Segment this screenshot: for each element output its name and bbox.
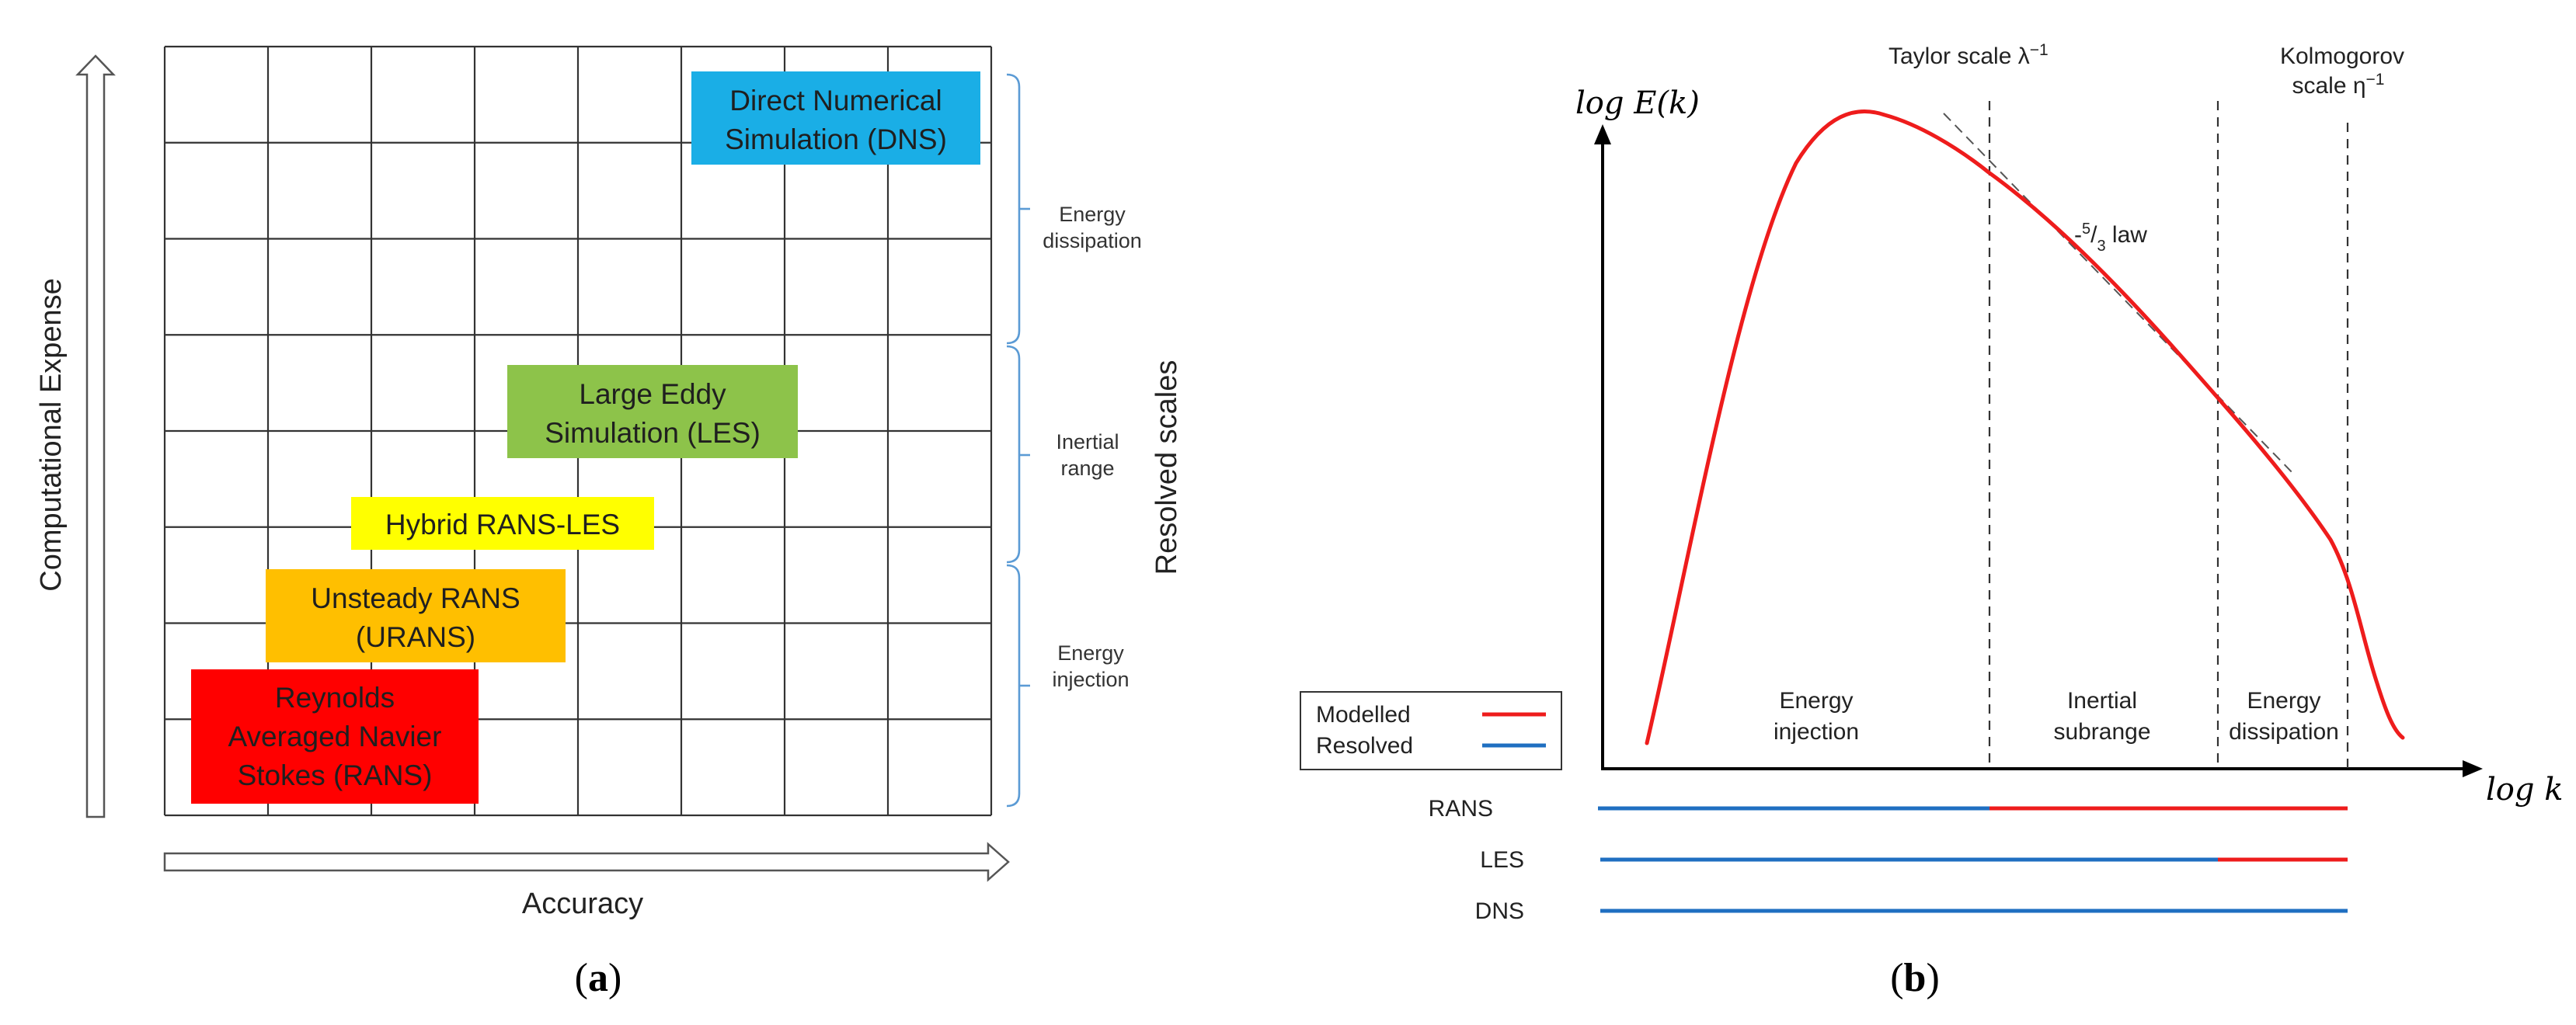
kolmogorov-law-line [1943, 113, 2296, 476]
range-inertial-line-2: subrange [2053, 719, 2150, 745]
range-injection-line-1: Energy [1779, 688, 1853, 714]
rans-label-line-2: Averaged Navier [228, 721, 442, 752]
rans-box [191, 669, 479, 804]
kolmogorov-label-line-1: Kolmogorov [2280, 43, 2404, 69]
bracket-inertial-range [1006, 345, 1021, 564]
legend: Modelled Resolved [1300, 691, 1562, 770]
bracket-energy-dissipation [1006, 73, 1021, 345]
hybrid-label: Hybrid RANS-LES [385, 509, 620, 540]
law-label: -5/3 law [2074, 221, 2147, 255]
band-injection-line-2: injection [1052, 668, 1129, 691]
urans-label-line-2: (URANS) [356, 621, 475, 653]
dns-label-line-2: Simulation (DNS) [725, 123, 947, 155]
range-inertial-line-1: Inertial [2067, 688, 2137, 714]
dns-label-line-1: Direct Numerical [729, 85, 942, 116]
bar-label-rans: RANS [1429, 796, 1493, 822]
x-axis-label: log k [2486, 772, 2563, 808]
energy-spectrum-curve [1645, 109, 2405, 745]
method-bars: RANS LES DNS [1429, 796, 2348, 924]
band-dissipation-line-2: dissipation [1043, 229, 1142, 252]
caption-a: (a) [575, 956, 622, 1000]
resolved-scales-label: Resolved scales [1150, 360, 1183, 575]
kolmogorov-label-line-2: scale η−1 [2292, 71, 2384, 99]
legend-modelled-label: Modelled [1316, 702, 1411, 728]
x-axis-label: Accuracy [522, 888, 643, 920]
dns-box [691, 71, 980, 165]
urans-label-line-1: Unsteady RANS [311, 582, 520, 614]
legend-resolved-label: Resolved [1316, 733, 1413, 759]
panel-b: log E(k) log k Taylor scale λ−1 Kolmogor… [1300, 41, 2563, 1000]
urans-box [266, 569, 566, 662]
rans-label-line-1: Reynolds [275, 682, 395, 714]
band-dissipation-line-1: Energy [1059, 203, 1126, 226]
panel-a: Computational Expense Accuracy Direct Nu… [35, 45, 1183, 1000]
range-injection-line-2: injection [1774, 719, 1859, 745]
band-inertial-line-1: Inertial [1056, 430, 1119, 453]
legend-box [1300, 691, 1562, 770]
les-box [507, 365, 798, 458]
x-axis-arrowhead [2463, 760, 2483, 777]
bar-label-les: LES [1480, 847, 1524, 873]
bar-label-dns: DNS [1475, 898, 1524, 924]
hybrid-box [351, 497, 654, 550]
taylor-scale-label: Taylor scale λ−1 [1888, 41, 2049, 70]
scale-separators [1988, 101, 2349, 769]
band-inertial-line-2: range [1060, 457, 1114, 480]
y-axis-label: log E(k) [1575, 85, 1700, 121]
rans-label-line-3: Stokes (RANS) [238, 759, 433, 791]
scale-brackets [1006, 73, 1030, 808]
range-dissipation-line-2: dissipation [2229, 719, 2339, 745]
y-axis-label: Computational Expense [35, 278, 68, 591]
bracket-energy-injection [1006, 564, 1021, 808]
les-label-line-2: Simulation (LES) [545, 417, 761, 449]
caption-b: (b) [1890, 956, 1940, 1000]
les-label-line-1: Large Eddy [579, 378, 726, 410]
y-axis-arrowhead [1594, 124, 1611, 144]
x-axis-arrow [163, 842, 1010, 882]
range-dissipation-line-1: Energy [2247, 688, 2320, 714]
band-injection-line-1: Energy [1057, 641, 1124, 665]
y-axis-arrow [75, 54, 116, 818]
